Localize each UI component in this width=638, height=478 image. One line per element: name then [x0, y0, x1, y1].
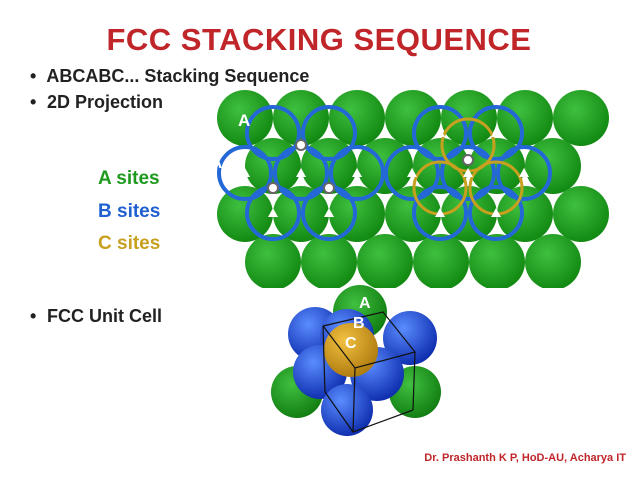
- a-site-atom: [385, 90, 441, 146]
- a-site-atom: [553, 186, 609, 242]
- projection-diagram: A A: [210, 90, 609, 288]
- unit-cell-atom-b: [383, 311, 437, 365]
- bullet-dot: •: [30, 66, 37, 86]
- author-credit: Dr. Prashanth K P, HoD-AU, Acharya IT: [424, 452, 626, 464]
- b-site-marker: [435, 128, 445, 137]
- b-site-marker: [296, 168, 306, 177]
- a-site-atom: [413, 234, 469, 288]
- b-site-marker: [324, 208, 334, 217]
- b-site-marker: [491, 208, 501, 217]
- a-site-atom: [245, 234, 301, 288]
- b-site-marker: [463, 168, 473, 177]
- site-markers: [240, 128, 529, 217]
- b-site-ring: [440, 145, 496, 201]
- b-site-marker: [435, 208, 445, 217]
- page-title: FCC STACKING SEQUENCE: [106, 22, 532, 57]
- b-site-ring: [384, 145, 440, 201]
- projection-label-a2: A: [210, 153, 222, 172]
- bullet-stacking: • ABCABC... Stacking Sequence: [30, 66, 309, 87]
- b-site-ring: [412, 185, 468, 241]
- a-site-atom: [273, 90, 329, 146]
- bullet-dot: •: [30, 92, 37, 112]
- b-site-ring: [245, 105, 301, 161]
- bullet-projection-text: 2D Projection: [47, 92, 164, 112]
- c-site-marker: [323, 182, 335, 194]
- bullet-dot: •: [30, 306, 37, 326]
- a-site-atom: [525, 234, 581, 288]
- bullet-unit-cell-text: FCC Unit Cell: [47, 306, 163, 326]
- projection-label-a1: A: [238, 111, 250, 130]
- bullet-stacking-text: ABCABC... Stacking Sequence: [46, 66, 310, 86]
- b-site-ring: [496, 145, 552, 201]
- b-site-ring: [468, 185, 524, 241]
- b-site-ring: [217, 145, 273, 201]
- b-site-rings: [217, 105, 552, 241]
- a-site-atom: [469, 234, 525, 288]
- unit-cell-label-b: B: [353, 315, 365, 332]
- b-site-ring: [468, 105, 524, 161]
- c-site-marker: [267, 182, 279, 194]
- b-site-marker: [352, 168, 362, 177]
- b-site-marker: [519, 168, 529, 177]
- a-site-atom: [329, 186, 385, 242]
- b-site-ring: [301, 105, 357, 161]
- fcc-unit-cell: A B C: [271, 285, 441, 436]
- c-site-marker: [462, 154, 474, 166]
- b-site-marker: [324, 128, 334, 137]
- legend-b-sites: B sites: [98, 201, 161, 222]
- a-site-atom: [301, 234, 357, 288]
- b-site-marker: [407, 168, 417, 177]
- a-site-atom: [329, 90, 385, 146]
- unit-cell-edges: [322, 311, 417, 433]
- b-site-marker: [240, 168, 250, 177]
- legend-a-sites: A sites: [98, 168, 160, 189]
- unit-cell-label-a: A: [359, 295, 371, 312]
- a-site-atom: [217, 90, 273, 146]
- a-site-atom: [357, 234, 413, 288]
- a-site-atom: [217, 186, 273, 242]
- unit-cell-label-c: C: [345, 335, 357, 352]
- a-site-atom: [525, 138, 581, 194]
- c-site-marker: [295, 139, 307, 151]
- bullet-projection: • 2D Projection: [30, 92, 163, 113]
- a-site-atom: [273, 186, 329, 242]
- a-site-atom: [553, 90, 609, 146]
- unit-cell-atom-b: [321, 384, 373, 436]
- legend-c-sites: C sites: [98, 233, 161, 254]
- b-site-ring: [412, 105, 468, 161]
- a-site-atom: [497, 90, 553, 146]
- b-site-marker: [268, 208, 278, 217]
- a-site-atom: [497, 186, 553, 242]
- b-site-ring: [329, 145, 385, 201]
- unit-cell-atom-c: [324, 323, 378, 377]
- b-site-marker: [268, 128, 278, 137]
- b-site-marker: [491, 128, 501, 137]
- bullet-unit-cell: • FCC Unit Cell: [30, 306, 162, 327]
